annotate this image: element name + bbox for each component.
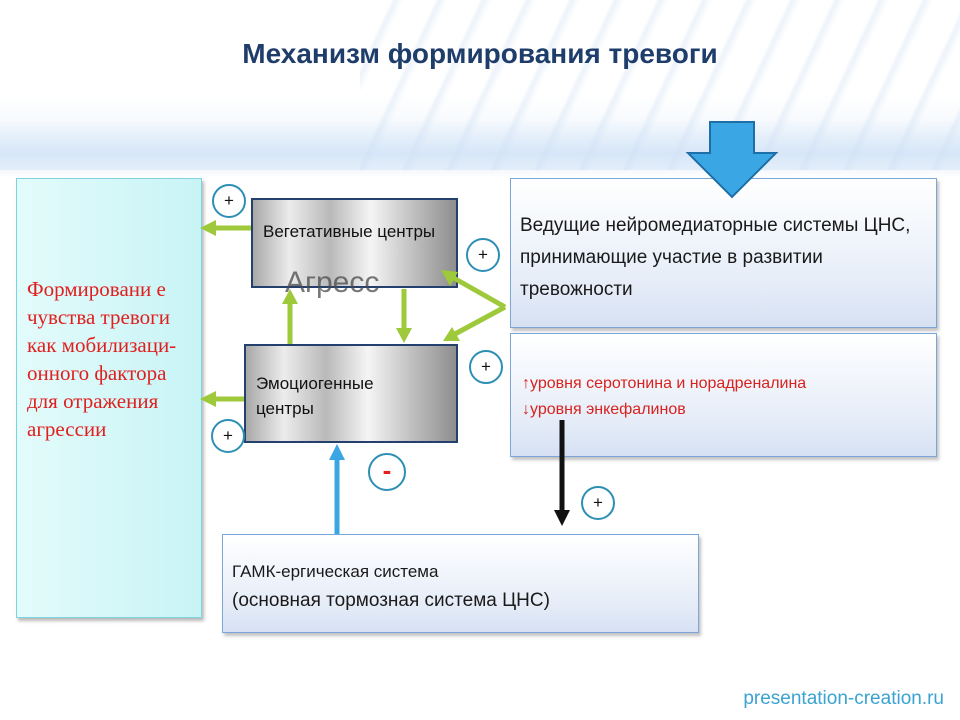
header-swoosh (0, 118, 960, 178)
slide-title: Механизм формирования тревоги (242, 38, 718, 69)
emotiogenic-centers-box (244, 344, 458, 443)
ghost-text: Агресс (285, 266, 380, 299)
emotiogenic-centers-label: Эмоциогенные центры (256, 374, 374, 418)
neuromediator-systems-panel (510, 178, 937, 328)
serotonin-level-line: ↑уровня серотонина и норадреналина (522, 375, 807, 392)
big-down-arrow-icon (685, 121, 779, 199)
arrow-emo-to-left-icon (200, 391, 244, 407)
plus-sign-levels: + (581, 486, 615, 520)
neuromediator-systems-text: Ведущие нейромедиаторные системы ЦНС, пр… (520, 215, 911, 300)
vegetative-centers-label: Вегетативные центры (263, 222, 436, 241)
footer-watermark: presentation-creation.ru (743, 688, 944, 709)
plus-sign-veg-left: + (212, 184, 246, 218)
arrow-emo-to-veg-icon (282, 289, 298, 344)
arrow-panel-to-emo-icon (443, 304, 507, 341)
arrow-gaba-to-emo-icon (329, 444, 345, 534)
enkephalin-level-line: ↓уровня энкефалинов (522, 401, 686, 418)
plus-sign-emo-right: + (469, 350, 503, 384)
arrow-panel-to-veg-icon (441, 270, 507, 310)
arrow-veg-to-left-icon (200, 220, 251, 236)
anxiety-formation-text: Формировани е чувства тревоги как мобили… (27, 277, 177, 441)
plus-sign-emo-left: + (211, 419, 245, 453)
arrow-veg-to-emo-icon (396, 289, 412, 343)
mediator-levels-text: ↑уровня серотонина и норадреналина ↓уров… (522, 371, 932, 423)
gaba-system-title: ГАМК-ергическая система (232, 562, 439, 581)
arrow-levels-to-gaba-icon (554, 420, 570, 526)
plus-sign-veg-right: + (466, 238, 500, 272)
gaba-system-subtitle: (основная тормозная система ЦНС) (232, 590, 550, 611)
anxiety-formation-box (16, 178, 202, 618)
gaba-system-panel (222, 534, 699, 633)
vegetative-centers-box (251, 198, 458, 288)
minus-sign-gaba: - (368, 453, 406, 491)
mediator-levels-panel (510, 333, 937, 457)
